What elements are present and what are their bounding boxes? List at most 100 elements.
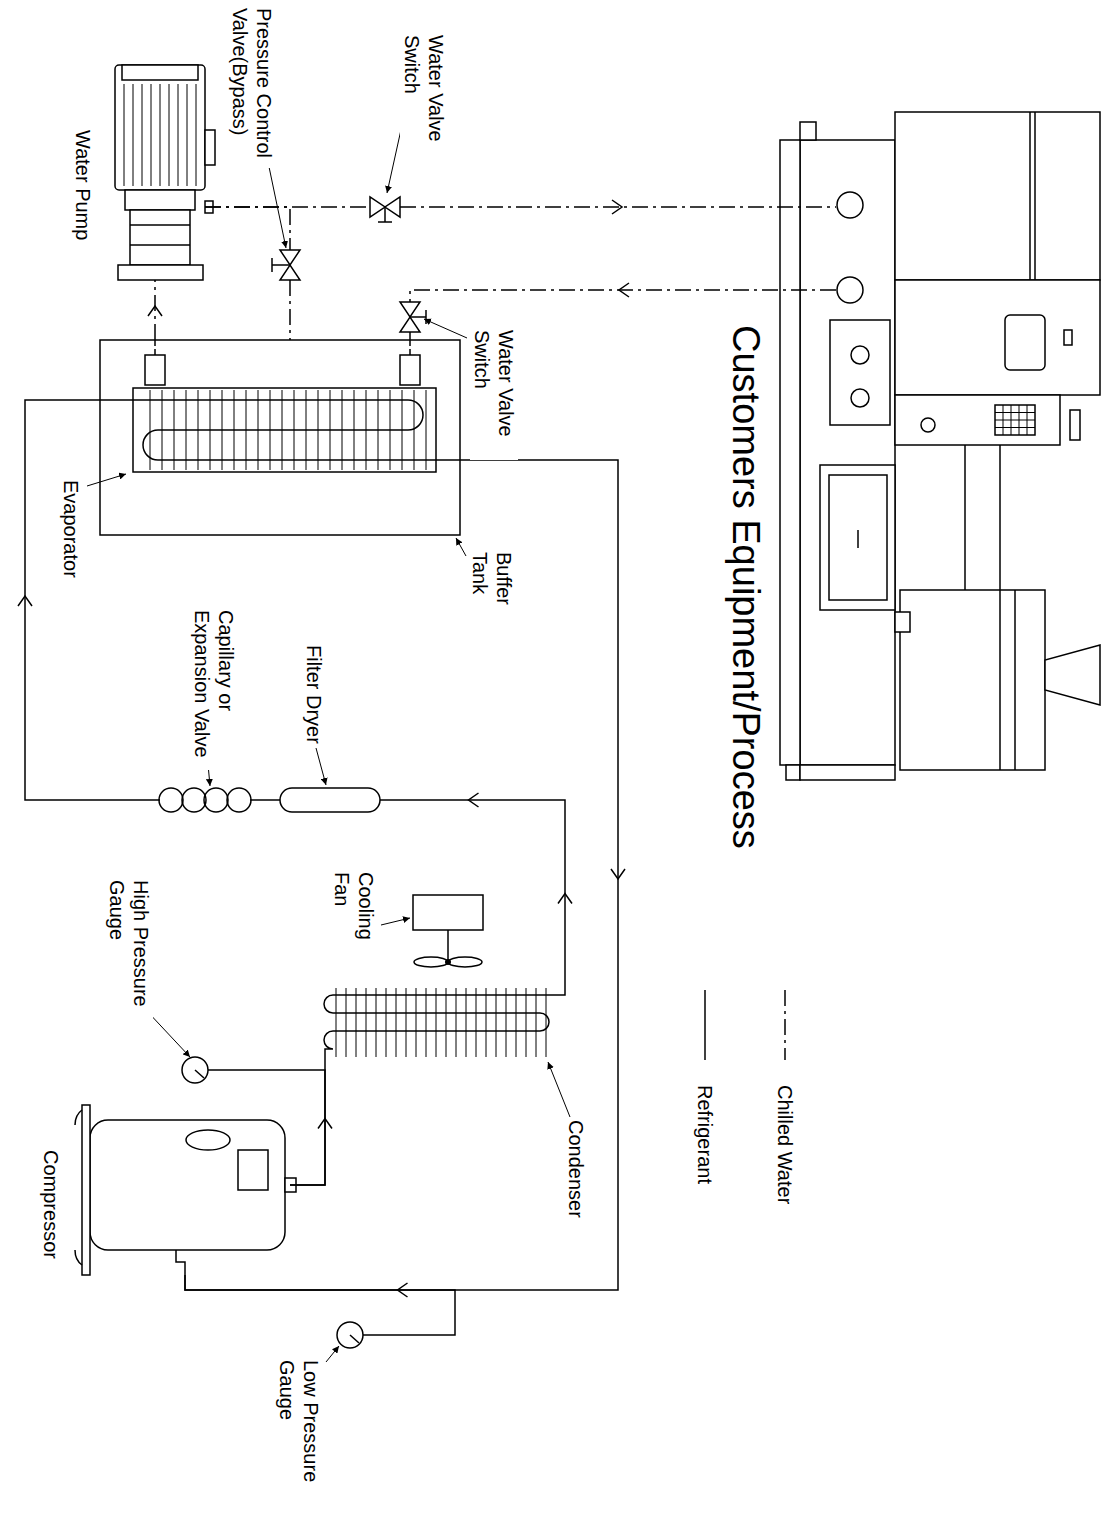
chilled-water-pipe	[205, 207, 290, 250]
valves	[272, 197, 426, 332]
leader-line	[381, 918, 410, 925]
legend-line	[704, 990, 706, 1060]
compressor-base	[82, 1105, 90, 1275]
condenser-fin	[516, 988, 517, 1057]
pump-flange	[118, 265, 203, 280]
condenser-fin	[356, 988, 357, 1057]
injection-unit	[900, 590, 1045, 770]
machine-foot	[786, 765, 800, 780]
pipe-line	[25, 400, 160, 800]
component-label: Evaporator	[59, 480, 83, 578]
tank-inlet	[409, 340, 411, 355]
leader-line	[316, 748, 326, 785]
chilled-water-pipe	[410, 283, 836, 302]
valve-node: Pressure Control Valve(Bypass)	[278, 250, 302, 280]
condenser-fin	[526, 988, 527, 1057]
valve-handle	[378, 221, 392, 223]
motor-rib	[151, 84, 152, 186]
terminal-box	[205, 130, 215, 165]
component-label: Water Valve Switch	[470, 330, 518, 460]
evaporator-coil	[130, 400, 440, 460]
valve-stem	[384, 207, 386, 222]
refrigerant-pipe	[185, 460, 625, 1297]
valve-handle	[425, 310, 427, 324]
tank-stub	[145, 355, 165, 385]
fan-motor	[413, 895, 483, 930]
motor-rib	[124, 84, 125, 186]
leader-line	[424, 319, 467, 338]
gauge-node: Low Pressure Gauge	[337, 1322, 363, 1348]
pump-head	[130, 210, 190, 265]
legend-sample	[773, 990, 797, 1060]
pipe-line	[289, 280, 291, 340]
condenser-fin	[406, 988, 407, 1057]
legend-label: Refrigerant	[693, 1085, 717, 1184]
machine-knob	[851, 389, 869, 407]
pump-motor	[115, 65, 205, 190]
chilled-water-pipe	[290, 280, 291, 340]
condenser-fin	[336, 988, 337, 1057]
condenser-node: Condenser	[318, 985, 555, 1060]
condenser-fin	[396, 988, 397, 1057]
fan-blade	[414, 957, 448, 967]
panel-slot	[1070, 410, 1080, 440]
condenser-fin	[476, 988, 477, 1057]
tank-outline	[100, 340, 460, 535]
flow-arrow	[148, 306, 162, 316]
capillary-coil	[182, 788, 206, 812]
flow-arrow	[18, 596, 32, 606]
motor-rib	[196, 84, 197, 186]
equipment-title: Customers Equipment/Process	[724, 325, 768, 849]
keypad-grid	[995, 405, 1035, 435]
gauge-needle	[195, 1070, 204, 1078]
injection-line	[1014, 590, 1016, 770]
machine-knob	[851, 346, 869, 364]
pump-coupling	[125, 190, 195, 210]
pressure-gauge	[337, 1322, 363, 1348]
water-pump-illustration	[115, 65, 215, 280]
component-label: Filter Dryer	[302, 645, 326, 744]
capillary-coil	[204, 788, 228, 812]
capillary-coil	[159, 788, 183, 812]
refrigerant-pipe	[208, 1070, 325, 1185]
valve-stem	[272, 264, 290, 266]
condenser-fin	[506, 988, 507, 1057]
water-port	[837, 192, 863, 218]
fan-blade	[448, 957, 482, 967]
compressor-body	[90, 1120, 285, 1250]
condenser-fin	[546, 988, 547, 1057]
hopper	[1045, 645, 1100, 705]
machine-housing	[895, 280, 1100, 395]
compressor-cover	[186, 1130, 230, 1150]
cabinet	[820, 465, 895, 610]
pipe-line	[154, 280, 156, 340]
tank-stub	[400, 355, 420, 385]
cabinet-door	[829, 475, 887, 600]
valve-handle	[271, 258, 273, 272]
condenser-fin	[366, 988, 367, 1057]
evaporator-fin	[426, 390, 427, 470]
chilled-water-pipe	[148, 280, 162, 340]
motor-fan-cover	[122, 65, 198, 80]
component-label: Pressure Control Valve(Bypass)	[228, 8, 276, 168]
control-panel	[895, 395, 1060, 445]
condenser-fin	[446, 988, 447, 1057]
component-label: Cooling Fan	[330, 872, 378, 952]
condenser-fin	[456, 988, 457, 1057]
panel-button	[921, 418, 935, 432]
machine-illustration	[780, 112, 1100, 780]
dryer-node: Filter Dryer	[280, 788, 380, 812]
chilled-water-pipe	[400, 200, 836, 214]
component-label: Compressor	[39, 1150, 63, 1259]
flow-arrow	[612, 200, 622, 214]
leader-line	[87, 474, 126, 486]
keypad-key	[1011, 405, 1012, 435]
injection-bracket	[895, 612, 910, 632]
pump-stage	[130, 224, 190, 226]
water-port	[837, 277, 863, 303]
leader-line	[548, 1062, 570, 1117]
valve-stem	[410, 316, 426, 318]
chilled-water-pipe	[205, 207, 370, 208]
legend-sample	[693, 990, 717, 1060]
